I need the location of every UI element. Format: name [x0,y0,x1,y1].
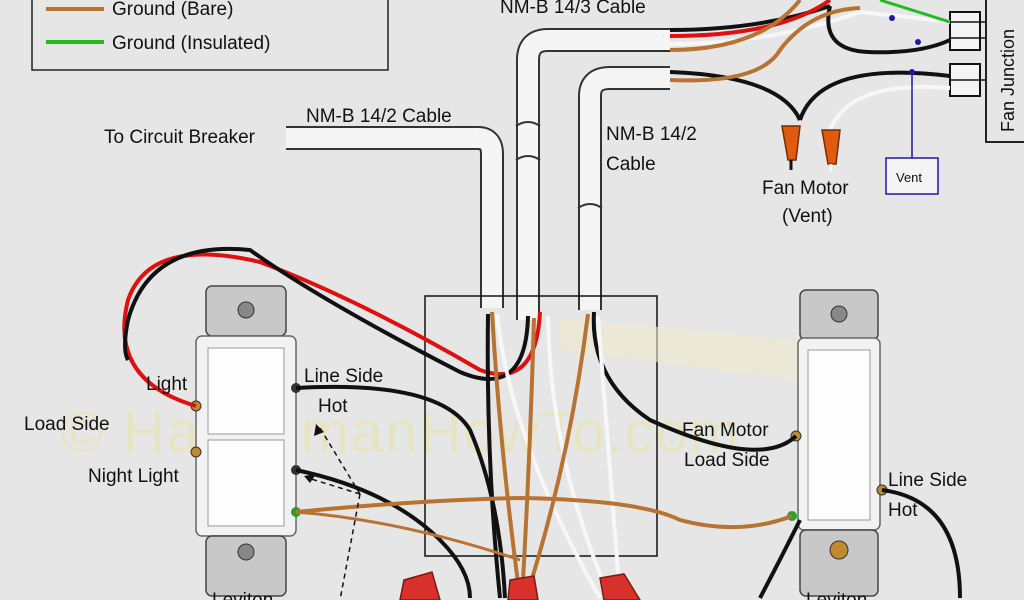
fan-motor-wire-nuts [781,125,841,172]
legend-label-insulated: Ground (Insulated) [112,33,270,54]
label-fan-motor-2: (Vent) [782,206,833,227]
label-line-side-hot-left-2: Hot [318,396,348,417]
label-cable-14-2-left: NM-B 14/2 Cable [306,106,452,127]
label-line-side-hot-right-1: Line Side [888,470,967,491]
wires-top [669,0,951,131]
label-light: Light [146,374,188,395]
label-line-side-hot-left-1: Line Side [304,366,383,387]
right-switch [787,289,888,597]
label-load-side: Load Side [24,414,110,435]
hot-pointer-arrows [304,424,361,600]
vent-label: Vent [896,170,922,185]
label-fan-motor-load-1: Fan Motor [682,420,769,441]
junction-connectors [949,11,986,97]
watermark: © HandymanHowTo.com [60,400,740,465]
label-night-light: Night Light [88,466,180,487]
cable-14-2-left-jacket [286,126,504,308]
legend-label-bare: Ground (Bare) [112,0,233,20]
label-circuit-breaker: To Circuit Breaker [104,127,256,148]
label-leviton-left: Leviton [212,590,273,600]
label-line-side-hot-right-2: Hot [888,500,918,521]
bottom-wire-nuts [399,571,641,600]
label-cable-14-2-mid-1: NM-B 14/2 [606,124,697,145]
wires-switch-box [122,246,962,599]
label-fan-motor-load-2: Load Side [684,450,770,471]
fan-junction-box: Fan Junction [985,0,1024,143]
cable-14-3-jacket [516,28,670,320]
cable-14-2-mid-jacket [578,66,670,310]
switch-box [424,295,658,557]
label-leviton-right: Leviton [806,590,867,600]
vent-box: Vent [885,72,939,195]
label-fan-motor-1: Fan Motor [762,178,849,199]
label-cable-14-2-mid-2: Cable [606,154,656,175]
legend: Ground (Bare) Ground (Insulated) [31,0,389,71]
label-cable-14-3: NM-B 14/3 Cable [500,0,646,18]
left-switch [190,285,301,597]
fan-junction-label: Fan Junction [998,29,1018,132]
